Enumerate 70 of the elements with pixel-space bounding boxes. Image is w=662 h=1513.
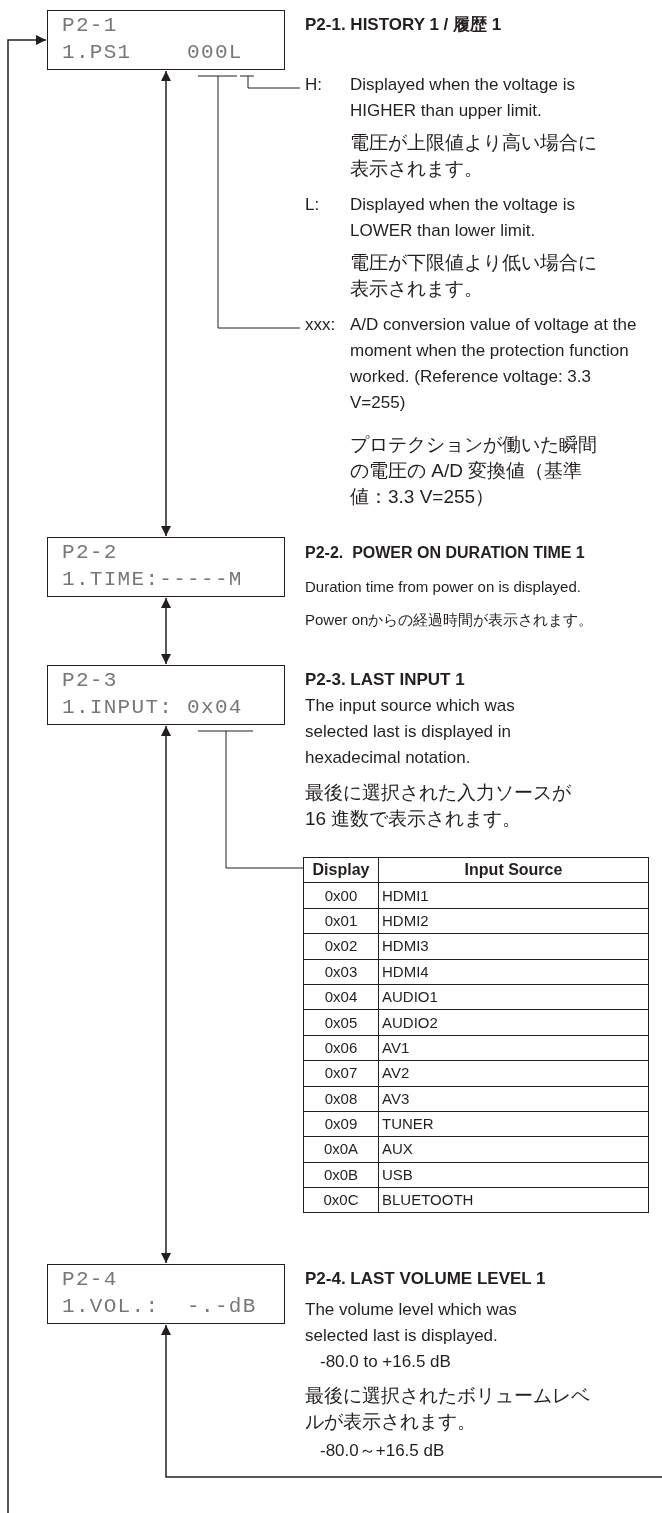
table-cell: AUDIO1: [378, 984, 649, 1010]
lcd-display: [47, 665, 285, 725]
table-cell: 0x05: [303, 1009, 379, 1036]
table-cell: 0x01: [303, 908, 379, 934]
description-text: Duration time from power on is displayed.: [305, 577, 581, 597]
display-line: 1.TIME:-----M: [62, 568, 243, 592]
table-cell: AUDIO2: [378, 1009, 649, 1036]
table-cell: HDMI4: [378, 959, 649, 985]
display-line: 1.INPUT: 0x04: [62, 696, 243, 720]
heading: P2-4. LAST VOLUME LEVEL 1: [305, 1268, 546, 1290]
table-cell: HDMI2: [378, 908, 649, 934]
leader-line: [197, 75, 301, 329]
table-cell: AV1: [378, 1035, 649, 1061]
display-line: 1.PS1 000L: [62, 41, 243, 65]
display-line: P2-2: [62, 541, 118, 565]
table-cell: BLUETOOTH: [378, 1187, 649, 1213]
lcd-display: [47, 10, 285, 70]
arrow: [161, 725, 171, 1264]
header-cell: Input Source: [378, 857, 649, 883]
key-label: H:: [305, 74, 323, 96]
table-cell: 0x03: [303, 959, 379, 985]
table-cell: 0x02: [303, 933, 379, 960]
description-text: 最後に選択されたボリュームレベルが表示されます。: [305, 1384, 591, 1434]
range-text: -80.0 to +16.5 dB: [320, 1351, 451, 1373]
table-cell: 0x0A: [303, 1136, 379, 1163]
description-text: Displayed when the voltage is HIGHER than upper limit.: [350, 74, 576, 122]
table-cell: 0x06: [303, 1035, 379, 1061]
leader-line: [239, 75, 301, 89]
lcd-display: [47, 537, 285, 597]
table-cell: AV3: [378, 1086, 649, 1112]
heading: P2-1. HISTORY 1 / 履歴 1: [305, 14, 502, 36]
arrow: [7, 35, 47, 1513]
arrow: [161, 70, 171, 537]
input-source-table: [303, 857, 649, 1214]
arrow: [161, 1324, 662, 1478]
heading: P2-3. LAST INPUT 1: [305, 669, 465, 691]
description-text: プロテクションが働いた瞬間の電圧の A/D 変換値（基準値：3.3 V=255）: [350, 433, 598, 509]
table-cell: 0x04: [303, 984, 379, 1010]
display-line: P2-3: [62, 669, 118, 693]
key-label: xxx:: [305, 314, 337, 336]
display-line: P2-4: [62, 1268, 118, 1292]
header-cell: Display: [303, 857, 379, 883]
description-text: 最後に選択された入力ソースが 16 進数で表示されます。: [305, 781, 572, 831]
table-cell: 0x00: [303, 882, 379, 909]
display-line: 1.VOL.: -.-dB: [62, 1295, 257, 1319]
table-cell: 0x07: [303, 1060, 379, 1086]
description-text: Power onからの経過時間が表示されます。: [305, 610, 594, 630]
table-cell: AUX: [378, 1136, 649, 1163]
table-cell: 0x09: [303, 1111, 379, 1137]
description-text: A/D conversion value of voltage at the moment when the protection function worked. (Reference voltage: 3.3 V=255): [350, 314, 638, 414]
description-text: 電圧が上限値より高い場合に表示されます。: [350, 131, 598, 181]
key-label: L:: [305, 194, 321, 216]
table-cell: AV2: [378, 1060, 649, 1086]
description-text: Displayed when the voltage is LOWER than lower limit.: [350, 194, 576, 242]
leader-line: [197, 730, 304, 869]
range-text: -80.0～+16.5 dB: [320, 1440, 445, 1462]
display-line: P2-1: [62, 14, 118, 38]
table-cell: HDMI1: [378, 882, 649, 909]
table-cell: 0x08: [303, 1086, 379, 1112]
heading: P2-2. POWER ON DURATION TIME 1: [305, 543, 585, 563]
table-cell: 0x0C: [303, 1187, 379, 1213]
description-text: The volume level which was selected last is displayed.: [305, 1299, 518, 1347]
description-text: 電圧が下限値より低い場合に表示されます。: [350, 251, 598, 301]
table-cell: 0x0B: [303, 1162, 379, 1188]
table-cell: USB: [378, 1162, 649, 1188]
description-text: The input source which was selected last is displayed in hexadecimal notation.: [305, 695, 516, 769]
table-cell: HDMI3: [378, 933, 649, 960]
table-cell: TUNER: [378, 1111, 649, 1137]
lcd-display: [47, 1264, 285, 1324]
arrow: [161, 597, 171, 665]
